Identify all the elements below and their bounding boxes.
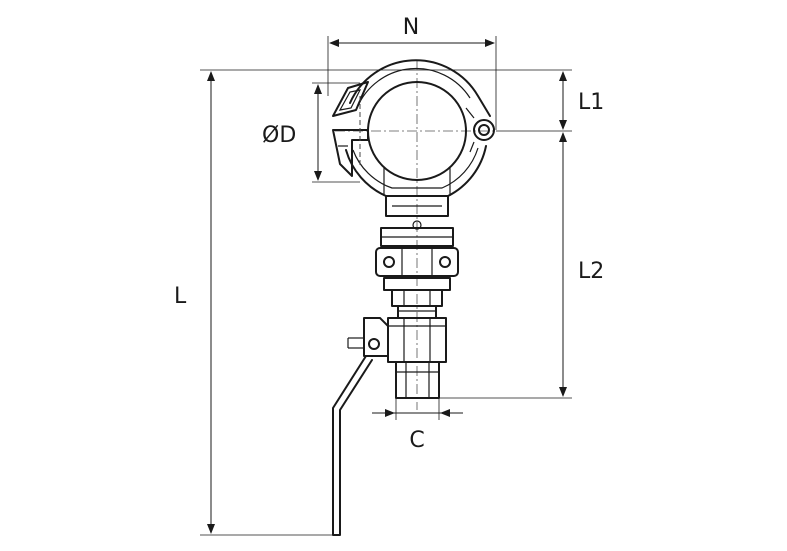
label-c: C	[409, 428, 424, 453]
dimension-od: ØD	[262, 82, 360, 183]
dimension-l1: L1	[420, 69, 604, 132]
dimension-l2: L2	[440, 132, 604, 399]
pipe-clamp	[332, 59, 495, 230]
dimension-c: C	[372, 372, 463, 453]
label-l2: L2	[578, 259, 604, 284]
dimension-n: N	[327, 15, 497, 130]
dimension-l: L	[174, 69, 420, 536]
label-l1: L1	[578, 90, 604, 115]
lever-handle	[332, 317, 389, 536]
valve-body	[375, 227, 459, 399]
label-od: ØD	[262, 123, 296, 148]
label-n: N	[403, 15, 419, 40]
label-l: L	[174, 284, 187, 309]
